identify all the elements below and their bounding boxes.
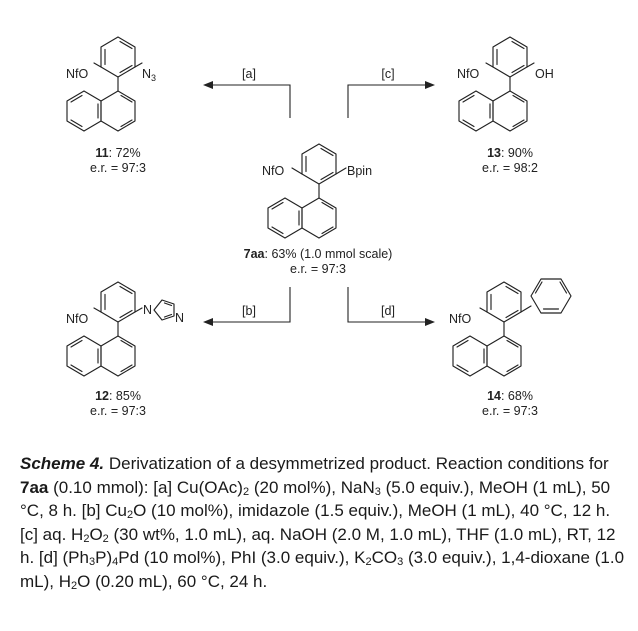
yield-text: : 85% bbox=[109, 389, 141, 403]
arrow-c: [c] bbox=[347, 67, 435, 118]
compound-id: 12 bbox=[95, 389, 109, 403]
compound-11: NfO N3 11: 72% e.r. = 97:3 bbox=[66, 36, 156, 175]
caption-text: (0.10 mmol): [a] Cu(OAc) bbox=[48, 477, 243, 497]
caption-text: (20 mol%), NaN bbox=[249, 477, 375, 497]
nfo-label: NfO bbox=[449, 312, 472, 326]
compound-7aa: NfO Bpin 7aa: 63% (1.0 mmol scale) e.r. … bbox=[244, 143, 393, 276]
hydroxy-label: OH bbox=[535, 67, 554, 81]
caption-subscript: 2 bbox=[71, 579, 78, 592]
compound-12-er: e.r. = 97:3 bbox=[90, 404, 146, 418]
caption-compound-id: 7aa bbox=[20, 477, 49, 497]
caption-text: Derivatization of a desymmetrized produc… bbox=[104, 454, 609, 473]
azide-label: N3 bbox=[142, 67, 156, 83]
compound-id: 7aa bbox=[244, 247, 266, 261]
caption-subscript: 2 bbox=[365, 556, 372, 568]
condition-a-label: [a] bbox=[242, 67, 256, 81]
compound-13-er: e.r. = 98:2 bbox=[482, 161, 538, 175]
reaction-scheme: NfO Bpin 7aa: 63% (1.0 mmol scale) e.r. … bbox=[66, 36, 572, 418]
nfo-label: NfO bbox=[262, 164, 285, 178]
condition-c-label: [c] bbox=[381, 67, 394, 81]
nfo-label: NfO bbox=[66, 312, 89, 326]
yield-text: : 68% bbox=[501, 389, 533, 403]
compound-12: NfO N N 12: 85% e.r. = 97:3 bbox=[66, 281, 184, 418]
compound-13-yield: 13: 90% bbox=[487, 146, 533, 160]
compound-7aa-yield: 7aa: 63% (1.0 mmol scale) bbox=[244, 247, 393, 261]
yield-text: : 72% bbox=[109, 146, 141, 160]
nfo-label: NfO bbox=[66, 67, 89, 81]
caption-subscript: 4 bbox=[112, 556, 119, 568]
scheme-caption: Scheme 4. Derivatization of a desymmetri… bbox=[20, 452, 625, 593]
compound-12-yield: 12: 85% bbox=[95, 389, 141, 403]
arrow-b: [b] bbox=[203, 287, 291, 326]
compound-7aa-er: e.r. = 97:3 bbox=[290, 262, 346, 276]
azide-subscript: 3 bbox=[151, 73, 156, 83]
caption-subscript: 2 bbox=[83, 532, 90, 545]
imidazole-n1-label: N bbox=[143, 303, 152, 317]
arrow-a: [a] bbox=[203, 67, 291, 118]
caption-subscript: 3 bbox=[88, 556, 96, 568]
caption-text: O (10 mol%), imidazole (1.5 equiv.), MeO… bbox=[20, 501, 611, 544]
condition-b-label: [b] bbox=[242, 304, 256, 318]
caption-text: (3.0 equiv.), 1,4-dioxane (1.0 mL), H bbox=[20, 548, 625, 591]
caption-text: O (0.20 mL), 60 °C, 24 h. bbox=[77, 571, 268, 591]
yield-text: : 63% (1.0 mmol scale) bbox=[265, 247, 393, 261]
arrow-d: [d] bbox=[347, 287, 435, 326]
caption-title: Scheme 4. bbox=[20, 454, 105, 473]
compound-13: NfO OH 13: 90% e.r. = 98:2 bbox=[457, 36, 554, 175]
compound-id: 11 bbox=[95, 146, 108, 160]
compound-11-yield: 11: 72% bbox=[95, 146, 140, 160]
azide-n: N bbox=[142, 67, 151, 81]
compound-id: 13 bbox=[487, 146, 501, 160]
compound-14-yield: 14: 68% bbox=[487, 389, 533, 403]
caption-subscript: 3 bbox=[397, 556, 404, 568]
condition-d-label: [d] bbox=[381, 304, 395, 318]
caption-subscript: 3 bbox=[374, 485, 381, 498]
caption-text: Pd (10 mol%), PhI (3.0 equiv.), K bbox=[118, 548, 366, 567]
caption-subscript: 2 bbox=[102, 532, 109, 545]
caption-text: (5.0 equiv.), MeOH (1 mL), 50 °C, 8 h. [… bbox=[20, 477, 611, 521]
compound-11-er: e.r. = 97:3 bbox=[90, 161, 146, 175]
compound-id: 14 bbox=[487, 389, 501, 403]
nfo-label: NfO bbox=[457, 67, 480, 81]
caption-text: P) bbox=[95, 548, 113, 567]
caption-text: O bbox=[89, 524, 103, 544]
caption-text: CO bbox=[371, 548, 398, 567]
yield-text: : 90% bbox=[501, 146, 533, 160]
compound-14-er: e.r. = 97:3 bbox=[482, 404, 538, 418]
compound-14: NfO 14: 68% e.r. = 97:3 bbox=[449, 278, 572, 418]
bpin-label: Bpin bbox=[347, 164, 372, 178]
caption-subscript: 2 bbox=[126, 509, 134, 521]
caption-text: (30 wt%, 1.0 mL), aq. NaOH (2.0 M, 1.0 m… bbox=[20, 524, 616, 568]
caption-subscript: 2 bbox=[242, 485, 250, 498]
imidazole-n3-label: N bbox=[175, 311, 184, 325]
